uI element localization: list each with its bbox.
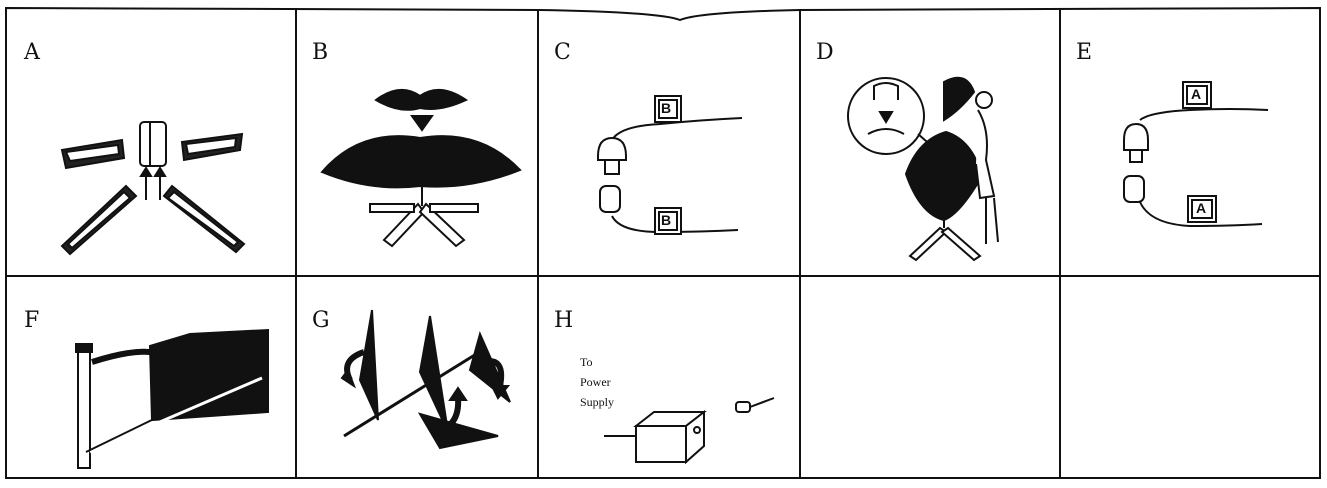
caption-line-3: Supply (580, 392, 614, 412)
panel-label-b: B (312, 40, 328, 65)
power-adapter-icon (604, 398, 774, 462)
caption-line-1: To (580, 352, 614, 372)
connector-label-c-top: B (661, 100, 671, 116)
panel-label-a: A (24, 40, 40, 65)
branch-fluffing-icon (342, 310, 510, 448)
person-placing-tree-top-icon (848, 78, 998, 260)
panel-label-h: H (554, 308, 573, 333)
panel-label-c: C (554, 40, 571, 65)
tree-section-insert-icon (322, 90, 520, 246)
panel-label-f: F (24, 308, 39, 333)
panel-label-d: D (816, 40, 834, 65)
tree-stand-assembly-icon (62, 122, 244, 254)
power-supply-caption: To Power Supply (580, 352, 614, 412)
caption-line-2: Power (580, 372, 614, 392)
connector-label-c-bottom: B (661, 212, 671, 228)
panel-label-g: G (312, 308, 330, 333)
connector-label-e-bottom: A (1196, 200, 1206, 216)
connector-label-e-top: A (1191, 86, 1201, 102)
panel-label-e: E (1076, 40, 1092, 65)
branch-hinge-icon (76, 330, 268, 468)
